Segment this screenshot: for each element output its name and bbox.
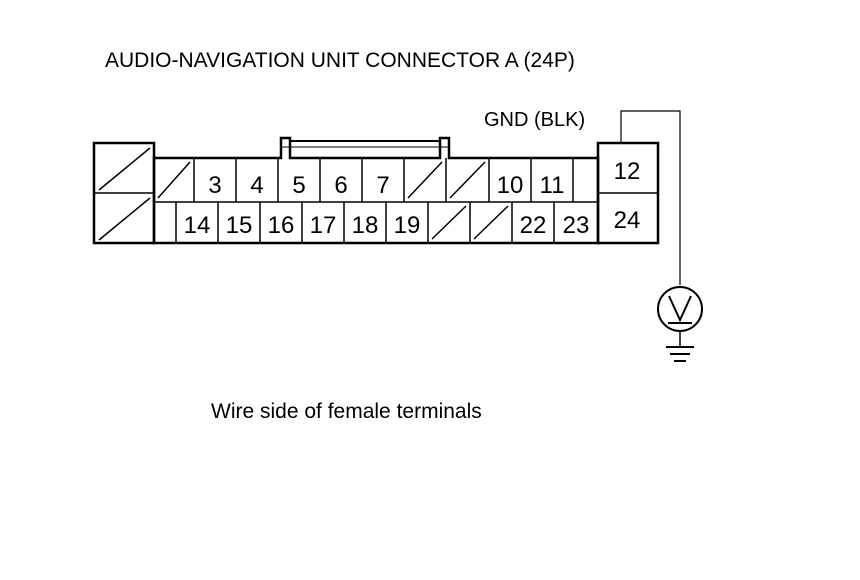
pin-number: 7 [376, 172, 389, 199]
pin-number: 3 [208, 172, 221, 199]
pin-number: 14 [184, 212, 211, 239]
pin-number: 15 [226, 212, 253, 239]
connector-body [92, 136, 660, 245]
pin-number: 24 [614, 207, 641, 234]
voltmeter-icon [657, 286, 703, 347]
pin-number: 23 [563, 212, 590, 239]
diagram-caption: Wire side of female terminals [211, 400, 482, 423]
pin-row-bottom: 14 15 16 17 18 19 22 23 24 [175, 202, 641, 243]
ground-label: GND (BLK) [484, 109, 585, 131]
pin-number: 6 [334, 172, 347, 199]
blank-slash [98, 147, 151, 191]
ground-symbol-icon [666, 346, 694, 362]
pin-row-top: 3 4 5 6 7 10 11 12 [157, 158, 641, 202]
blank-slash [157, 161, 191, 199]
blank-slash [407, 161, 443, 199]
pin-number: 16 [268, 212, 295, 239]
blank-slash [473, 205, 509, 240]
pin-number: 11 [540, 172, 565, 199]
diagram-title: AUDIO-NAVIGATION UNIT CONNECTOR A (24P) [105, 49, 575, 72]
pin-number: 19 [394, 212, 421, 239]
ground-lead [620, 110, 681, 285]
pin-number: 17 [310, 212, 337, 239]
pin-number: 10 [497, 172, 524, 199]
pin-number: 22 [520, 212, 547, 239]
pin-number: 12 [614, 158, 641, 185]
pin-number: 5 [292, 172, 305, 199]
pin-number: 4 [250, 172, 263, 199]
blank-slash [431, 205, 467, 240]
blank-slash [449, 161, 486, 199]
pin-number: 18 [352, 212, 379, 239]
blank-slash [98, 197, 151, 241]
